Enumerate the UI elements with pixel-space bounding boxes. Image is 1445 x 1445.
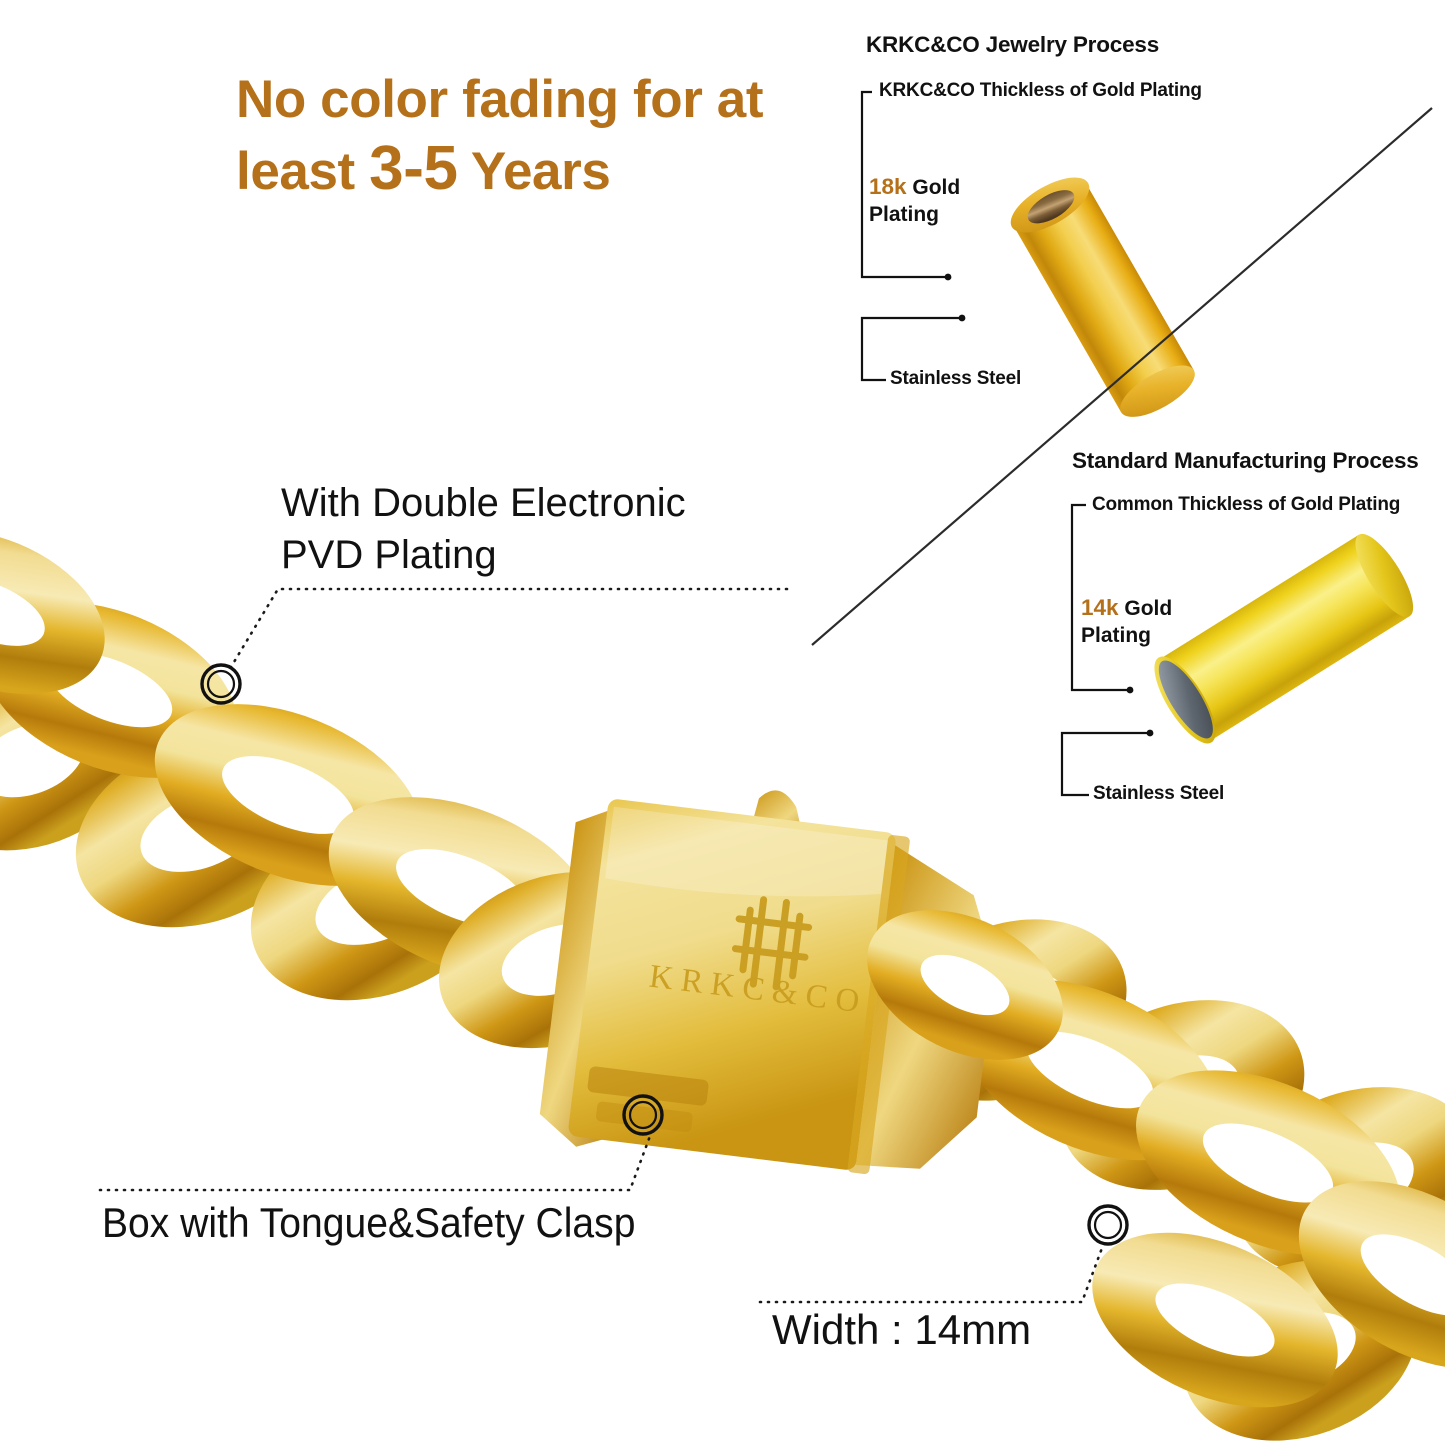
marker-clasp: [622, 1094, 664, 1136]
headline-line-1: No color fading for at: [236, 70, 764, 129]
diagram-core-label-krkc: Stainless Steel: [890, 368, 1022, 389]
diagram-core-label-standard: Stainless Steel: [1093, 783, 1225, 804]
leader-clasp: [98, 1134, 652, 1192]
leader-18k-plating: [860, 90, 952, 281]
headline-line-2-pre: least: [236, 141, 370, 201]
headline-line-2-post: Years: [457, 141, 611, 201]
leader-18k-steel: [860, 314, 966, 382]
callout-pvd-line-1: With Double Electronic: [281, 481, 686, 525]
callout-clasp: Box with Tongue&Safety Clasp: [102, 1199, 636, 1246]
karat-value-18k: 18k: [869, 174, 907, 199]
leader-pvd-plating: [226, 587, 789, 674]
process-divider-line: [811, 107, 1433, 646]
stainless-core-18k: [1027, 190, 1075, 224]
rod-14k-diagram: [1154, 533, 1414, 744]
leader-14k-plating: [1070, 503, 1134, 694]
diagram-plating-callout-krkc: KRKC&CO Thickless of Gold Plating: [879, 80, 1202, 101]
marker-width: [1087, 1204, 1129, 1246]
rod-18k-diagram: [1010, 177, 1195, 417]
karat-suffix-18k: Gold: [906, 176, 961, 199]
callout-pvd-line-2: PVD Plating: [281, 533, 497, 577]
marker-pvd: [200, 663, 242, 705]
cuban-link-chain: KRKC&CO: [0, 529, 1445, 1441]
diagram-title-standard: Standard Manufacturing Process: [1072, 448, 1419, 473]
diagram-title-krkc: KRKC&CO Jewelry Process: [866, 32, 1160, 57]
krkc-monogram-icon: [731, 896, 813, 991]
karat-line2-18k: Plating: [869, 203, 940, 227]
page-headline: No color fading for at least 3-5 Years: [236, 68, 836, 206]
karat-suffix-14k: Gold: [1118, 597, 1173, 620]
karat-line2-14k: Plating: [1081, 624, 1152, 648]
callout-width: Width : 14mm: [772, 1306, 1032, 1353]
leader-14k-steel: [1060, 729, 1154, 797]
leader-width: [758, 1246, 1104, 1304]
karat-value-14k: 14k: [1081, 595, 1119, 620]
headline-years-value: 3-5: [369, 133, 458, 203]
stainless-core-14k: [1158, 660, 1213, 739]
diagram-plating-callout-standard: Common Thickless of Gold Plating: [1092, 494, 1401, 515]
